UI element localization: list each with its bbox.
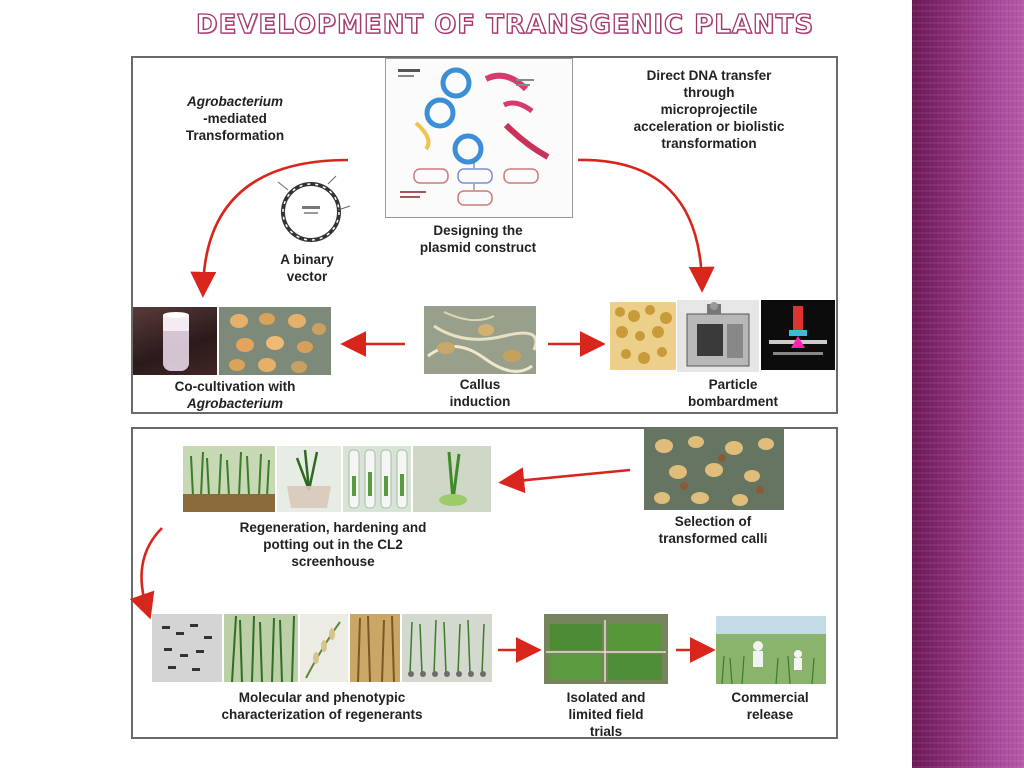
seedling-tray-photo xyxy=(402,614,492,682)
rice-plantlet-cup-photo xyxy=(277,446,341,512)
binary-vector-map-icon xyxy=(277,175,351,242)
gold-particles-photo xyxy=(610,302,676,370)
plasmid-construct-figure xyxy=(385,58,573,218)
rice-panicle-photo xyxy=(300,614,348,682)
agrobacterium-mediated-label: Agrobacterium -mediated Transformation xyxy=(185,94,285,143)
culture-tubes-photo xyxy=(343,446,411,512)
callus-induction-photo xyxy=(424,306,536,374)
plasmid-construct-caption: Designing the plasmid construct xyxy=(419,223,537,255)
particle-bombardment-caption: Particle bombardment xyxy=(687,377,778,409)
rice-seedlings-tray-photo xyxy=(183,446,275,512)
rice-plants-photo xyxy=(224,614,298,682)
commercial-release-caption: Commercial release xyxy=(731,690,809,722)
direct-dna-transfer-label: Direct DNA transfer through microproject… xyxy=(633,68,785,151)
decorative-side-band xyxy=(912,0,1024,768)
agar-plate-photo xyxy=(219,307,331,375)
gene-gun-photo xyxy=(677,300,759,372)
binary-vector-caption: A binary vector xyxy=(280,252,334,284)
field-trials-caption: Isolated and limited field trials xyxy=(566,690,646,739)
binary-vector-figure xyxy=(268,170,354,250)
molecular-characterization-caption: Molecular and phenotypic characterizatio… xyxy=(221,690,423,722)
callus-induction-caption: Callus induction xyxy=(449,377,511,409)
test-tube-photo xyxy=(133,307,217,375)
bombardment-chamber-photo xyxy=(761,300,835,370)
plasmid-construct-icon xyxy=(398,67,550,206)
regenerating-plantlet-photo xyxy=(413,446,491,512)
mature-rice-photo xyxy=(350,614,400,682)
slide-title: DEVELOPMENT OF TRANSGENIC PLANTS xyxy=(195,9,815,40)
field-trial-photo xyxy=(544,614,668,684)
commercial-release-photo xyxy=(716,616,826,684)
selection-calli-photo xyxy=(644,428,784,510)
regeneration-caption: Regeneration, hardening and potting out … xyxy=(239,520,427,569)
selection-caption: Selection of transformed calli xyxy=(658,514,768,546)
southern-blot-photo xyxy=(152,614,222,682)
co-cultivation-caption: Co-cultivation with Agrobacterium xyxy=(174,379,296,411)
